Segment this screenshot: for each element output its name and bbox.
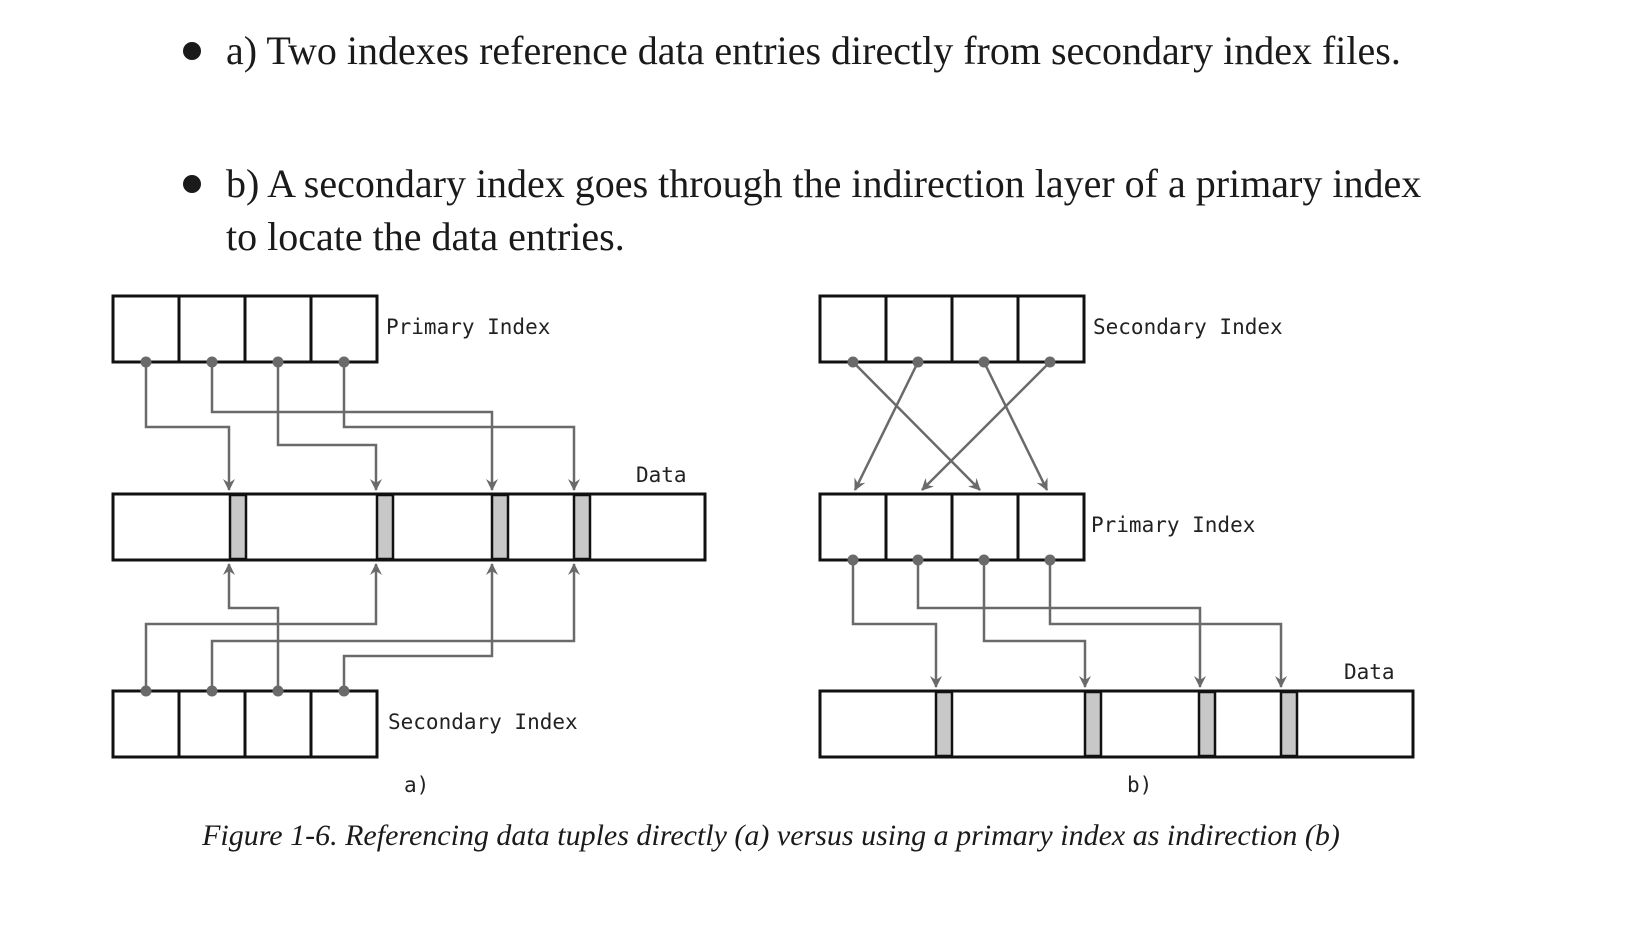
pointer-dots-primary-a bbox=[140, 356, 350, 368]
figure-caption: Figure 1-6. Referencing data tuples dire… bbox=[202, 819, 1340, 852]
data-row-b bbox=[818, 689, 1415, 759]
figure-caption-wrapper: Figure 1-6. Referencing data tuples dire… bbox=[0, 818, 1626, 854]
data-row-a bbox=[111, 492, 707, 562]
data-a-label: Data bbox=[636, 463, 687, 487]
secondary-index-b-label: Secondary Index bbox=[1093, 315, 1283, 339]
secondary-index-a-label: Secondary Index bbox=[388, 710, 578, 734]
data-b-label: Data bbox=[1344, 660, 1395, 684]
bullet-dot-icon bbox=[183, 175, 201, 193]
pointer-dots-secondary-b bbox=[847, 356, 1056, 368]
connectors-primary-to-data-a bbox=[144, 362, 580, 491]
diagram-b: Secondary Index Primary Index bbox=[818, 294, 1415, 797]
pointer-dots-primary-b bbox=[847, 554, 1056, 566]
primary-index-a bbox=[111, 294, 379, 364]
connectors-primary-to-data-b bbox=[851, 560, 1287, 688]
secondary-index-a bbox=[111, 689, 379, 759]
connectors-secondary-to-primary-b bbox=[852, 361, 1051, 491]
sublabel-a: a) bbox=[404, 773, 429, 797]
primary-index-b-label: Primary Index bbox=[1091, 513, 1255, 537]
bullet-text-a: a) Two indexes reference data entries di… bbox=[226, 28, 1401, 73]
connectors-secondary-to-data-a bbox=[144, 563, 580, 691]
primary-index-a-label: Primary Index bbox=[386, 315, 550, 339]
diagram-a: Primary Index Data Secondary Index bbox=[111, 294, 707, 797]
secondary-index-b bbox=[818, 294, 1086, 364]
sublabel-b: b) bbox=[1127, 773, 1152, 797]
pointer-dots-secondary-a bbox=[140, 685, 350, 697]
bullet-dot-icon bbox=[183, 42, 201, 60]
bullet-text-b: b) A secondary index goes through the in… bbox=[226, 161, 1422, 259]
primary-index-b bbox=[818, 492, 1086, 562]
